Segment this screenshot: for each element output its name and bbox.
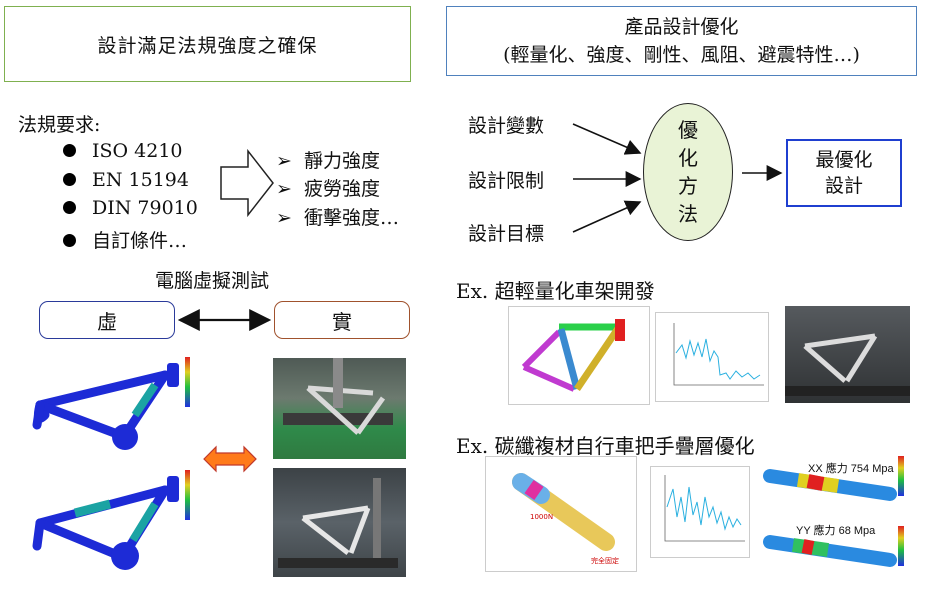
right-title-line2: (輕量化、強度、剛性、風阻、避震特性…) <box>503 44 860 66</box>
regulation-item: EN 15194 <box>63 169 189 191</box>
fea-frame-image-bottom <box>32 470 190 570</box>
fea-frame-image-top <box>32 357 190 450</box>
bullet-icon <box>63 143 76 157</box>
orange-double-arrow-icon <box>203 445 257 473</box>
test-rig-photo-bottom <box>273 468 406 577</box>
svg-text:完全固定: 完全固定 <box>591 556 619 565</box>
arrow-objective <box>572 200 642 233</box>
real-box: 實 <box>274 301 410 339</box>
optimization-method-ellipse: 優 化 方 法 <box>643 103 733 241</box>
design-objective-label: 設計目標 <box>468 223 545 245</box>
handlebar-stress-results-image: XX 應力 754 Mpa YY 應力 68 Mpa <box>758 456 910 578</box>
bullet-icon <box>63 172 76 186</box>
left-title-box: 設計滿足法規強度之確保 <box>4 6 411 82</box>
optimal-design-box: 最優化 設計 <box>786 139 902 207</box>
right-title-line1: 產品設計優化 <box>624 16 739 38</box>
regulation-item: ISO 4210 <box>63 140 183 162</box>
design-variables-label: 設計變數 <box>468 115 545 137</box>
lightweight-frame-fea-image <box>508 306 650 405</box>
regulations-heading: 法規要求: <box>18 114 101 136</box>
bullet-icon <box>63 200 76 214</box>
handlebar-fea-model-image: 1000N 完全固定 <box>485 456 637 572</box>
test-rig-photo-top <box>273 358 406 459</box>
left-title: 設計滿足法規強度之確保 <box>97 34 318 57</box>
virtual-test-heading: 電腦虛擬測試 <box>155 270 270 292</box>
strength-item: ➢疲勞強度 <box>276 178 381 200</box>
optimization-history-chart-2 <box>650 466 750 558</box>
yy-stress-label: YY 應力 68 Mpa <box>796 525 876 537</box>
regulation-item: 自訂條件… <box>63 226 187 253</box>
example-2-heading: Ex. 碳纖複材自行車把手疊層優化 <box>456 434 755 458</box>
strength-item: ➢衝擊強度… <box>276 207 400 229</box>
virtual-box: 虛 <box>39 301 175 339</box>
hollow-right-arrow-icon <box>220 148 274 218</box>
example-1-heading: Ex. 超輕量化車架開發 <box>456 279 655 303</box>
regulation-item: DIN 79010 <box>63 197 198 219</box>
svg-text:1000N: 1000N <box>530 513 553 521</box>
optimization-history-chart-1 <box>655 312 769 402</box>
right-title-box: 產品設計優化 (輕量化、強度、剛性、風阻、避震特性…) <box>446 6 917 76</box>
xx-stress-label: XX 應力 754 Mpa <box>808 463 894 475</box>
arrow-variables <box>572 123 642 155</box>
design-constraints-label: 設計限制 <box>468 170 545 192</box>
strength-item: ➢靜力強度 <box>276 150 381 172</box>
bullet-icon <box>63 233 76 247</box>
lightweight-frame-photo <box>785 306 910 403</box>
